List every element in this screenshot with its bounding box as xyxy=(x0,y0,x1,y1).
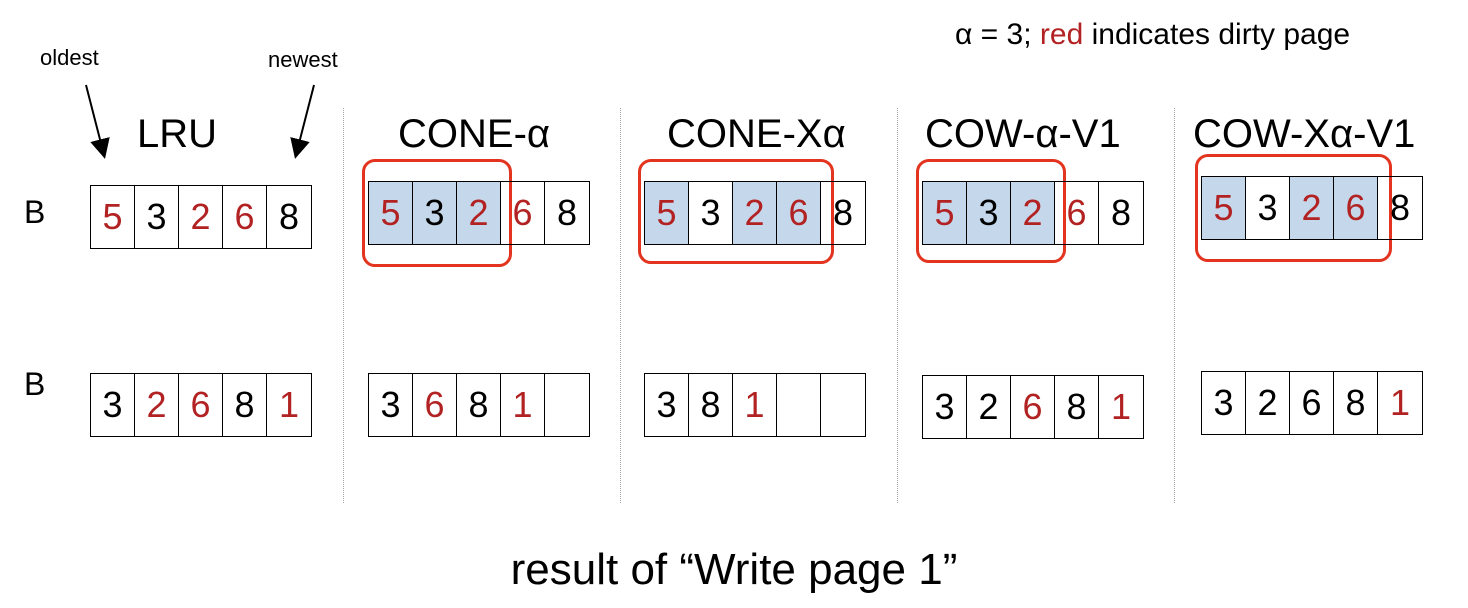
page-cell: 3 xyxy=(689,182,733,244)
policy-title-cow-x-alpha-v1: COW-Xα-V1 xyxy=(1193,112,1416,156)
page-cell: 3 xyxy=(645,374,689,436)
page-cell: 2 xyxy=(457,182,501,244)
page-cell: 2 xyxy=(967,376,1011,438)
page-cell: 6 xyxy=(1334,177,1378,239)
oldest-label: oldest xyxy=(40,45,99,70)
page-cell: 8 xyxy=(1055,376,1099,438)
page-cell: 6 xyxy=(1055,182,1099,244)
page-cell: 3 xyxy=(967,182,1011,244)
page-cell: 8 xyxy=(1334,372,1378,434)
page-cell: 3 xyxy=(413,182,457,244)
page-cell: 5 xyxy=(645,182,689,244)
selection-highlight xyxy=(1195,154,1392,262)
page-cell: 2 xyxy=(1011,182,1055,244)
page-cell: 3 xyxy=(923,376,967,438)
legend-alpha: α = 3; xyxy=(955,18,1032,51)
row-label-before: B xyxy=(24,194,46,230)
divider xyxy=(1174,108,1175,503)
page-cell: 6 xyxy=(413,374,457,436)
page-cell: 1 xyxy=(1110,386,1132,427)
row-label-after: B xyxy=(24,366,46,402)
policy-title-cone-x-alpha: CONE-Xα xyxy=(667,112,846,156)
page-cell: 8 xyxy=(1110,192,1132,233)
page-cell: 6 xyxy=(777,182,821,244)
page-cell: 8 xyxy=(556,192,578,233)
page-cell: 6 xyxy=(1290,372,1334,434)
page-cell: 2 xyxy=(1246,372,1290,434)
newest-arrow xyxy=(290,84,315,159)
page-cell xyxy=(545,374,589,436)
page-cell: 5 xyxy=(923,182,967,244)
divider xyxy=(343,108,344,503)
page-cell xyxy=(821,374,865,436)
page-cell: 6 xyxy=(501,182,545,244)
selection-highlight xyxy=(362,159,512,267)
policy-title-cow-alpha-v1: COW-α-V1 xyxy=(925,112,1121,156)
legend-note: α = 3; red indicates dirty page xyxy=(955,20,1350,50)
page-cell: 8 xyxy=(457,374,501,436)
page-cell: 6 xyxy=(1011,376,1055,438)
page-cell: 3 xyxy=(91,374,135,436)
policy-title-lru: LRU xyxy=(137,112,218,156)
page-cell: 8 xyxy=(278,196,300,237)
page-cell: 2 xyxy=(135,374,179,436)
page-cell: 8 xyxy=(1389,187,1411,228)
page-cell: 5 xyxy=(369,182,413,244)
page-cell: 6 xyxy=(223,186,267,248)
page-cell: 8 xyxy=(689,374,733,436)
selection-highlight xyxy=(638,159,834,264)
policy-title-cone-alpha: CONE-α xyxy=(398,112,551,156)
page-cell: 6 xyxy=(179,374,223,436)
page-cell: 2 xyxy=(1290,177,1334,239)
page-cell: 3 xyxy=(1246,177,1290,239)
selection-highlight xyxy=(916,159,1066,263)
legend-red-word: red xyxy=(1039,18,1084,51)
page-cell: 8 xyxy=(832,192,854,233)
page-cell: 5 xyxy=(1202,177,1246,239)
page-cell: 2 xyxy=(179,186,223,248)
caption: result of “Write page 1” xyxy=(510,545,958,594)
page-cell: 3 xyxy=(135,186,179,248)
page-cell: 8 xyxy=(223,374,267,436)
oldest-arrow xyxy=(85,84,110,159)
divider xyxy=(897,108,898,503)
page-cell: 1 xyxy=(1389,382,1411,423)
page-cell: 3 xyxy=(1202,372,1246,434)
page-cell: 5 xyxy=(91,186,135,248)
legend-rest: indicates dirty page xyxy=(1091,18,1351,51)
page-cell: 1 xyxy=(278,384,300,425)
newest-label: newest xyxy=(268,47,338,72)
page-cell xyxy=(777,374,821,436)
page-cell: 3 xyxy=(369,374,413,436)
page-cell: 1 xyxy=(501,374,545,436)
page-cell: 2 xyxy=(733,182,777,244)
page-cell: 1 xyxy=(733,374,777,436)
divider xyxy=(620,108,621,503)
